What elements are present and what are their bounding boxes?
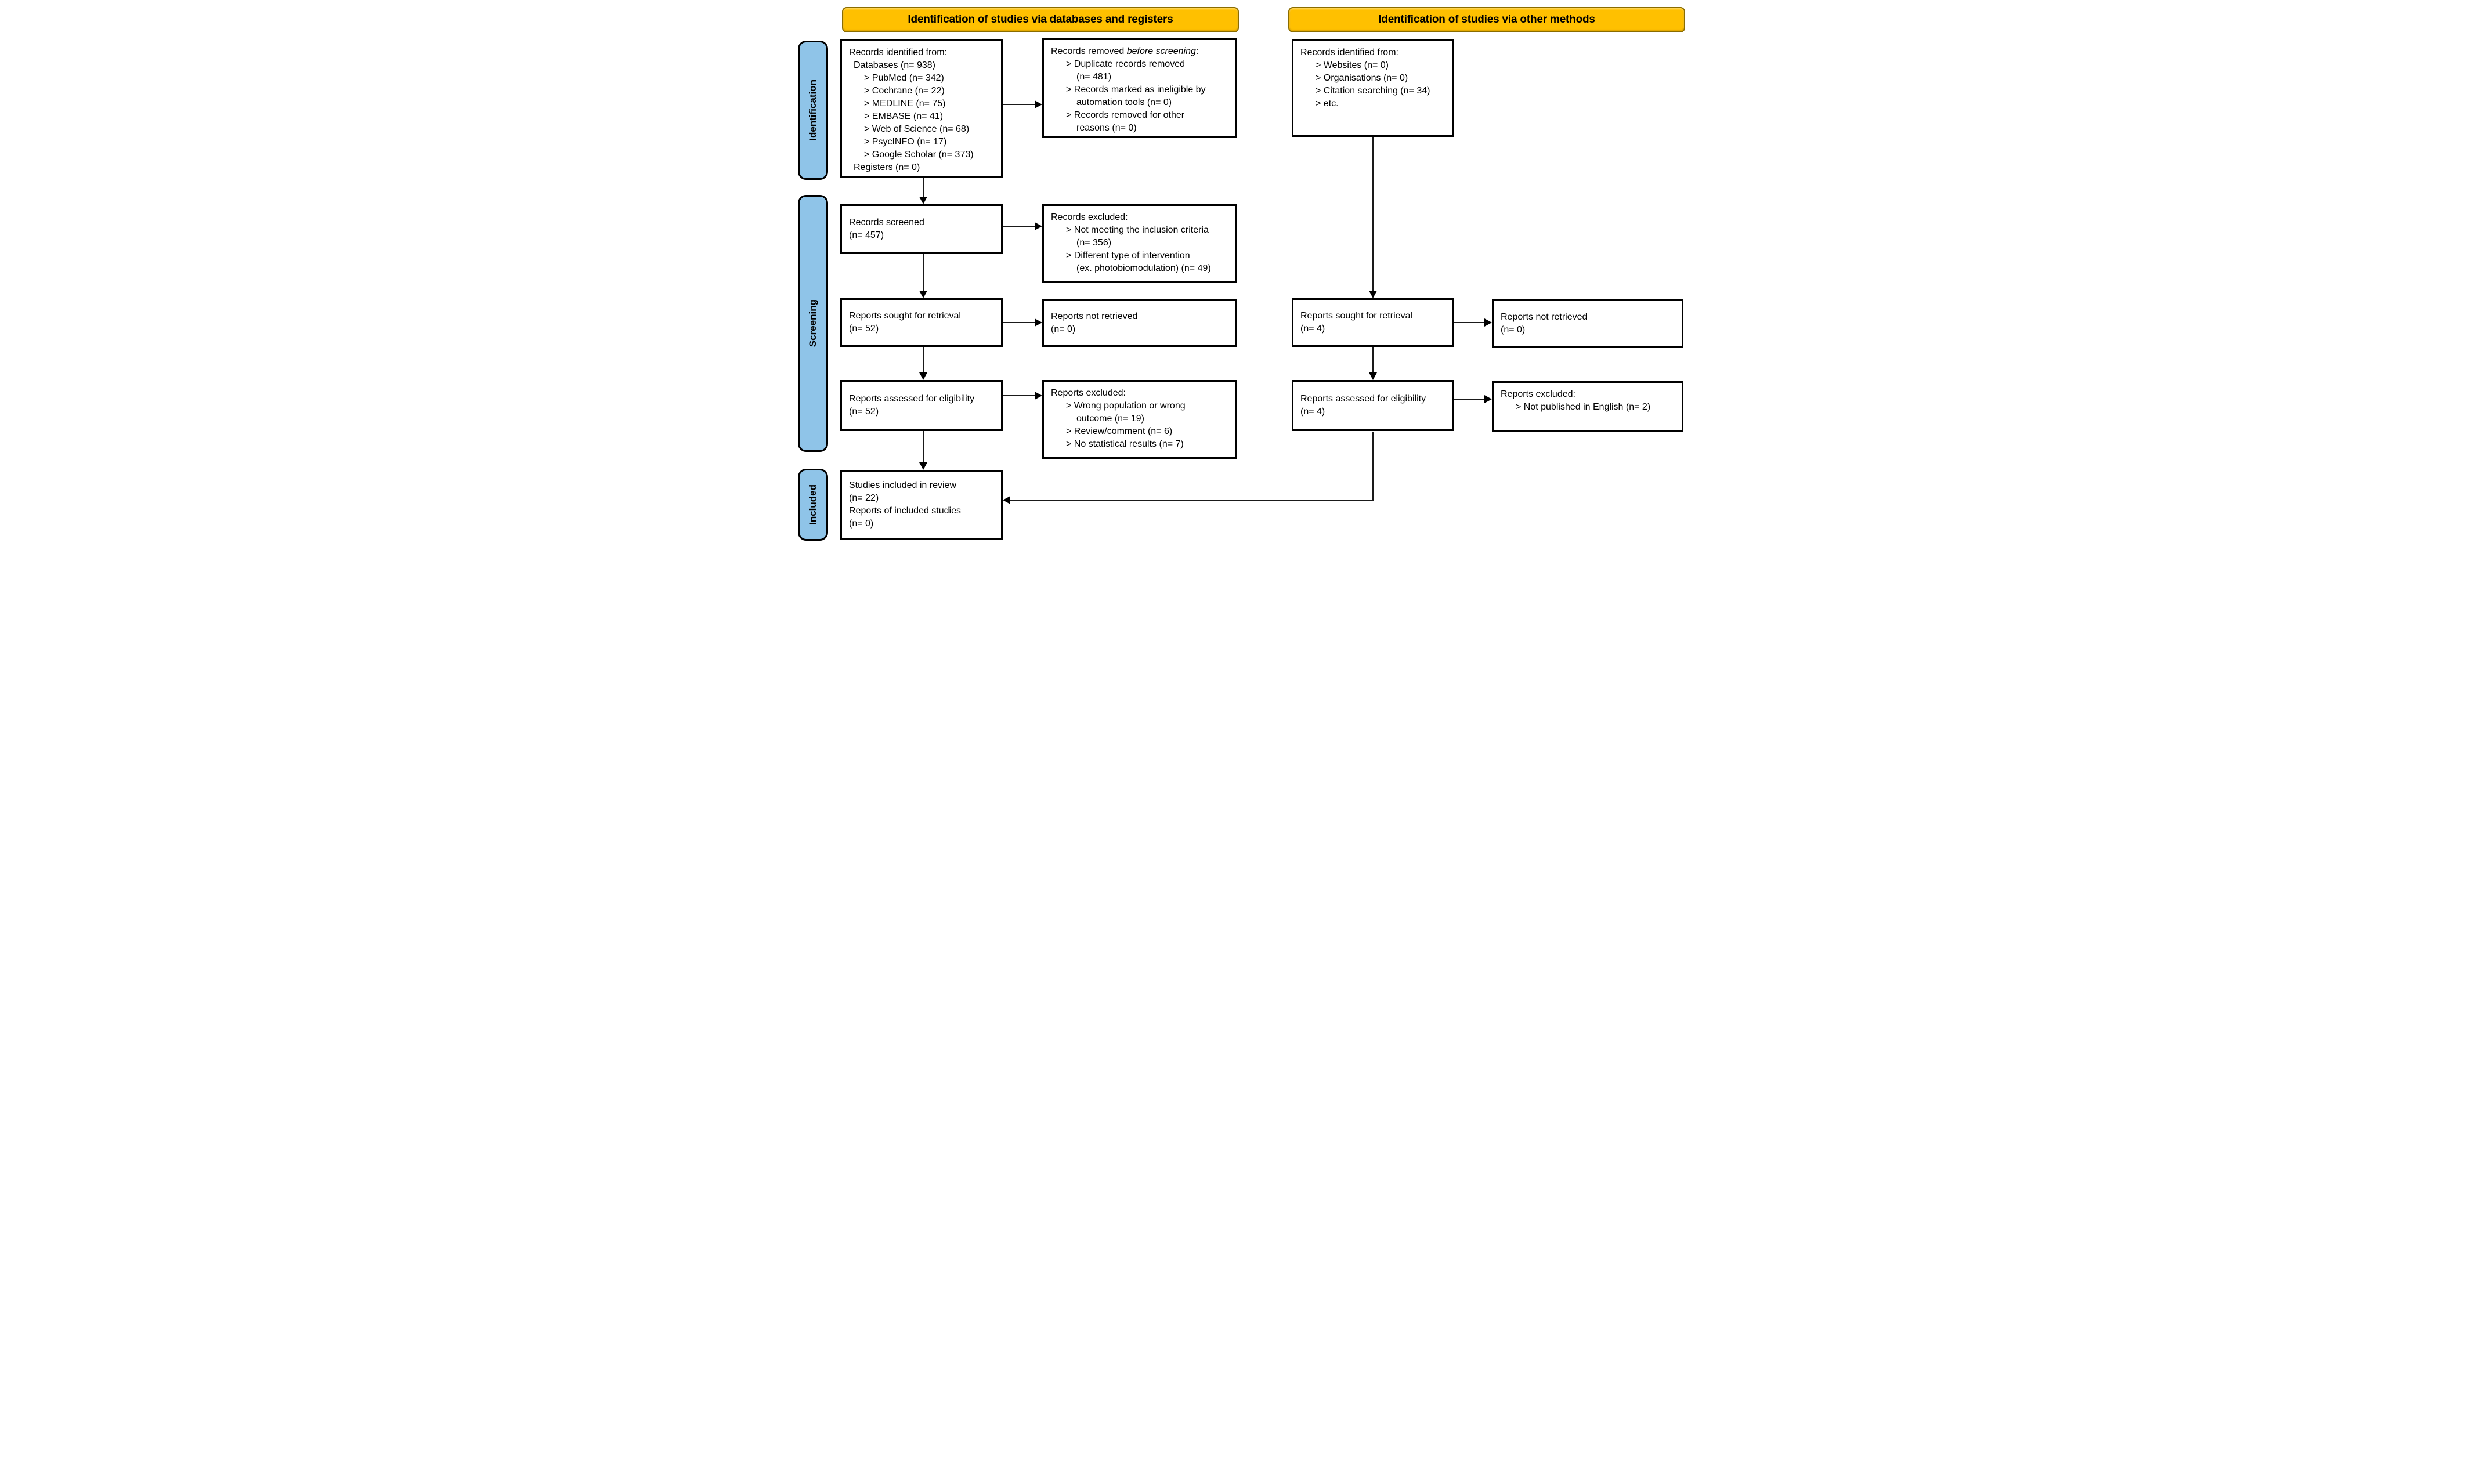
box-line: Reports not retrieved	[1501, 312, 1588, 322]
stage-included-label: Included	[807, 484, 818, 525]
box-line: (n= 481)	[1076, 72, 1112, 82]
box-line: Reports sought for retrieval	[849, 311, 961, 321]
box-reports-sought-other: Reports sought for retrieval (n= 4)	[1292, 298, 1454, 347]
box-line: Records identified from:	[1300, 48, 1398, 57]
box-line: > Google Scholar (n= 373)	[864, 150, 974, 160]
box-reports-assessed-databases: Reports assessed for eligibility (n= 52)	[840, 380, 1003, 431]
stage-identification: Identification	[798, 41, 828, 180]
box-line: > Not meeting the inclusion criteria	[1066, 225, 1209, 235]
box-line: > No statistical results (n= 7)	[1066, 439, 1184, 449]
box-line: Reports excluded:	[1501, 389, 1575, 399]
box-line: Records excluded:	[1051, 212, 1128, 222]
box-line: > Web of Science (n= 68)	[864, 124, 970, 134]
box-reports-sought-databases: Reports sought for retrieval (n= 52)	[840, 298, 1003, 347]
box-line: automation tools (n= 0)	[1076, 97, 1172, 107]
box-line: Reports assessed for eligibility	[1300, 394, 1426, 404]
stage-screening: Screening	[798, 195, 828, 452]
box-records-identified-databases: Records identified from: Databases (n= 93…	[840, 39, 1003, 178]
box-line: > Duplicate records removed	[1066, 59, 1185, 69]
box-records-removed-before-screening: Records removed before screening: > Dupli…	[1042, 38, 1237, 138]
box-line: > Records removed for other	[1066, 110, 1185, 120]
box-line: Reports assessed for eligibility	[849, 394, 975, 404]
box-line: > Review/comment (n= 6)	[1066, 426, 1173, 436]
box-records-screened: Records screened (n= 457)	[840, 204, 1003, 254]
box-line: Reports excluded:	[1051, 388, 1126, 398]
box-line: > Organisations (n= 0)	[1316, 73, 1408, 83]
box-line: > Cochrane (n= 22)	[864, 86, 945, 96]
box-line: > Different type of intervention	[1066, 251, 1190, 260]
box-line: (n= 0)	[1501, 325, 1526, 335]
box-line: Reports of included studies	[849, 506, 961, 516]
box-line: (n= 52)	[849, 324, 879, 334]
box-line: Records identified from:	[849, 48, 947, 57]
box-line: > EMBASE (n= 41)	[864, 111, 944, 121]
box-line: (n= 52)	[849, 407, 879, 417]
box-line: (n= 356)	[1076, 238, 1112, 248]
box-reports-excluded-other: Reports excluded: > Not published in Engl…	[1492, 381, 1683, 432]
box-reports-excluded-databases: Reports excluded: > Wrong population or w…	[1042, 380, 1237, 459]
box-records-identified-other: Records identified from: > Websites (n= 0…	[1292, 39, 1454, 137]
box-line: Reports not retrieved	[1051, 312, 1138, 321]
box-line: (n= 457)	[849, 230, 884, 240]
prisma-flow-diagram: Identification of studies via databases …	[788, 0, 1691, 541]
box-line: > Wrong population or wrong	[1066, 401, 1186, 411]
box-line: > PsycINFO (n= 17)	[864, 137, 947, 147]
box-line: Databases (n= 938)	[854, 60, 935, 70]
box-line: > PubMed (n= 342)	[864, 73, 944, 83]
box-line: > Records marked as ineligible by	[1066, 85, 1206, 95]
box-line: outcome (n= 19)	[1076, 414, 1144, 424]
header-other-methods: Identification of studies via other meth…	[1288, 7, 1685, 32]
box-reports-not-retrieved-databases: Reports not retrieved (n= 0)	[1042, 299, 1237, 347]
box-line: > Websites (n= 0)	[1316, 60, 1389, 70]
box-line: Registers (n= 0)	[854, 162, 920, 172]
box-line: > MEDLINE (n= 75)	[864, 99, 946, 108]
box-line: > etc.	[1316, 99, 1339, 108]
box-line: Reports sought for retrieval	[1300, 311, 1412, 321]
box-line: Records removed before screening:	[1051, 46, 1199, 56]
box-line: (n= 0)	[1051, 324, 1076, 334]
stage-screening-label: Screening	[807, 299, 818, 348]
box-line: (n= 4)	[1300, 407, 1325, 417]
box-studies-included: Studies included in review (n= 22) Reports…	[840, 470, 1003, 540]
box-line: (ex. photobiomodulation) (n= 49)	[1076, 263, 1211, 273]
box-line: reasons (n= 0)	[1076, 123, 1137, 133]
box-line: Studies included in review	[849, 480, 956, 490]
box-line: > Not published in English (n= 2)	[1516, 402, 1651, 412]
box-records-excluded: Records excluded: > Not meeting the inclu…	[1042, 204, 1237, 283]
header-other-methods-label: Identification of studies via other meth…	[1378, 13, 1595, 26]
box-line: (n= 0)	[849, 519, 874, 529]
header-databases-registers: Identification of studies via databases …	[842, 7, 1239, 32]
stage-identification-label: Identification	[807, 79, 818, 141]
box-line: Records screened	[849, 218, 924, 227]
stage-included: Included	[798, 469, 828, 541]
box-line: > Citation searching (n= 34)	[1316, 86, 1430, 96]
box-reports-not-retrieved-other: Reports not retrieved (n= 0)	[1492, 299, 1683, 348]
box-line: (n= 22)	[849, 493, 879, 503]
box-reports-assessed-other: Reports assessed for eligibility (n= 4)	[1292, 380, 1454, 431]
header-databases-registers-label: Identification of studies via databases …	[908, 13, 1173, 26]
box-line: (n= 4)	[1300, 324, 1325, 334]
